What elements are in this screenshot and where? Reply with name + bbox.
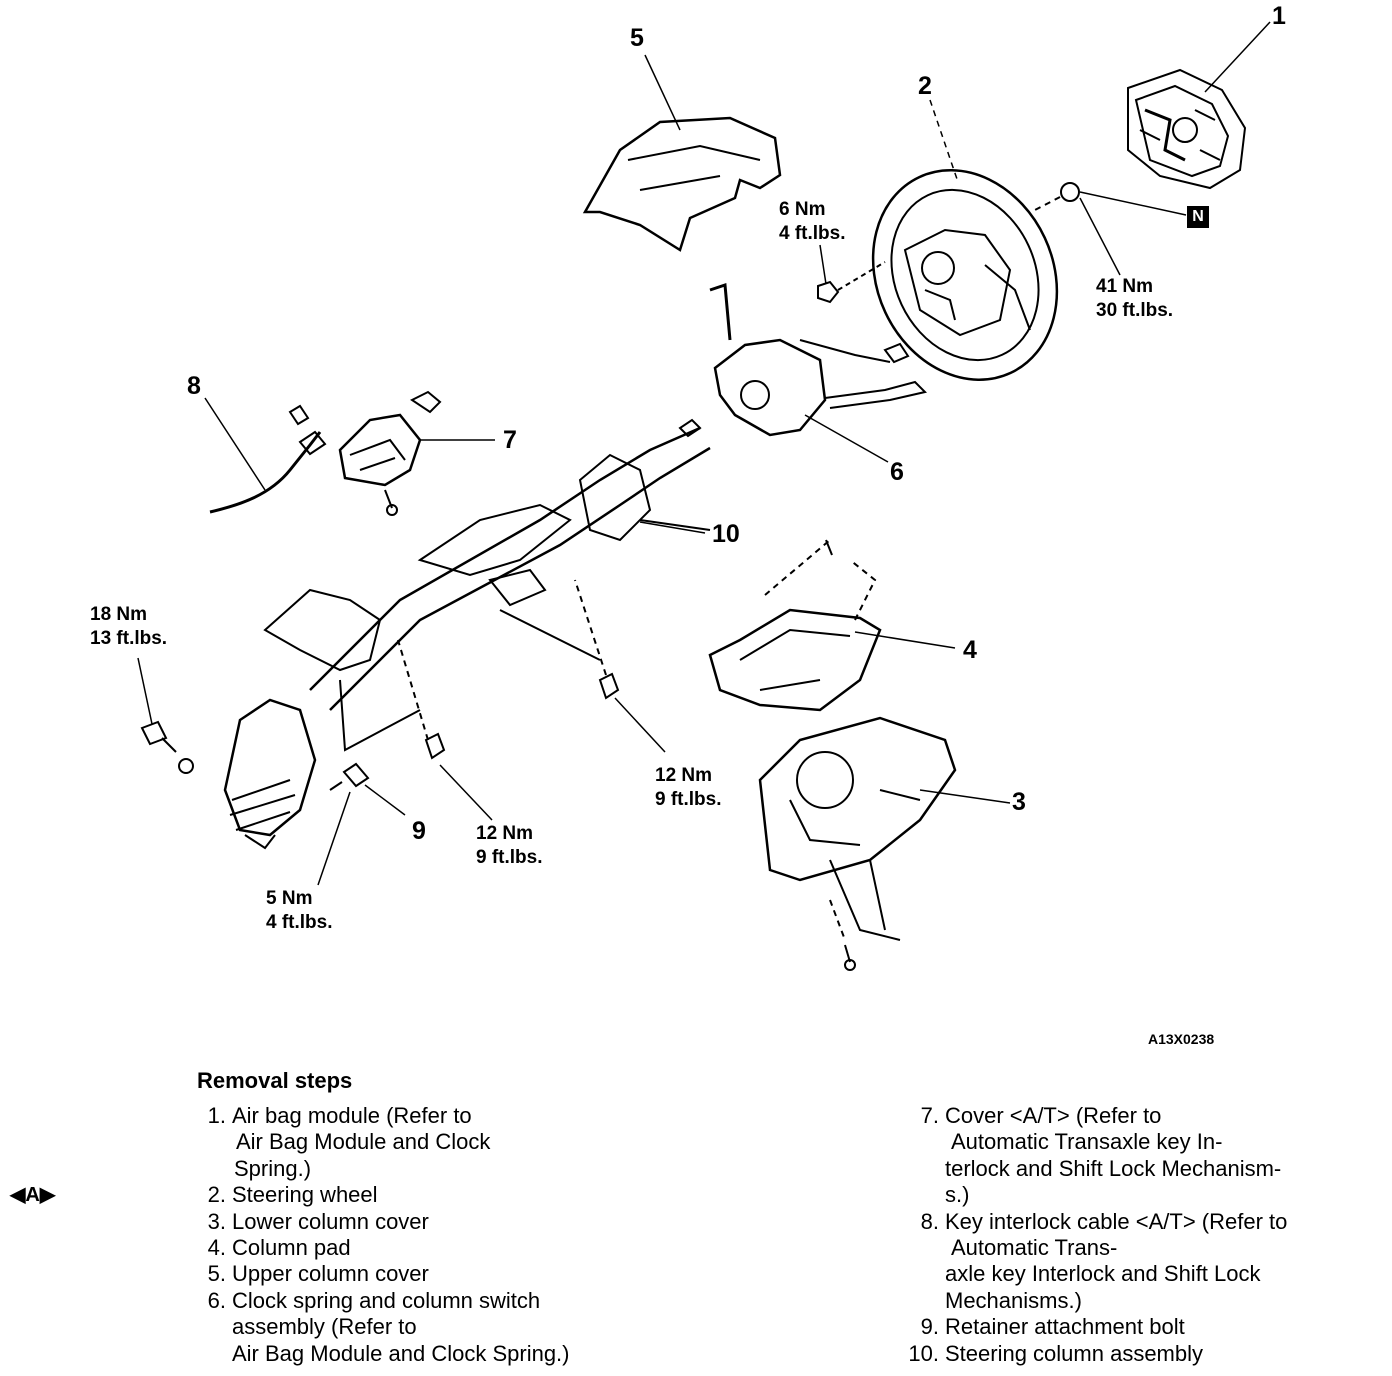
non-reusable-marker: N (1187, 206, 1209, 228)
torque-nm: 41 Nm (1096, 276, 1154, 297)
bolt-18nm (140, 720, 194, 774)
step-number: 5. (207, 1261, 226, 1287)
side-marker: ◀A▶ (10, 1184, 56, 1206)
list-item: 9. Retainer attachment bolt (905, 1314, 1287, 1340)
callout-8: 8 (187, 372, 201, 400)
torque-41nm: 41 Nm 30 ft.lbs. (1096, 275, 1173, 323)
callout-7: 7 (503, 426, 517, 454)
step-text: Clock spring and column switch assembly … (232, 1287, 570, 1366)
leader-1 (1204, 21, 1271, 93)
leader-12nm-a (439, 764, 493, 821)
step-number: 2. (207, 1182, 226, 1208)
leader-9 (364, 784, 406, 816)
torque-nm: 12 Nm (476, 823, 534, 844)
leader-4 (854, 631, 956, 649)
leader-5 (644, 54, 681, 131)
torque-12nm-lower: 12 Nm 9 ft.lbs. (476, 822, 543, 870)
lower-column-cover (758, 716, 957, 971)
torque-ftlbs: 13 ft.lbs. (90, 628, 168, 649)
list-item: 2. Steering wheel (192, 1182, 570, 1208)
upper-column-cover (582, 116, 782, 252)
key-interlock-cable (209, 404, 327, 514)
step-text: Key interlock cable <A/T> (Refer to Auto… (945, 1208, 1288, 1313)
torque-5nm: 5 Nm 4 ft.lbs. (266, 887, 333, 935)
callout-3: 3 (1012, 788, 1026, 816)
air-bag-module (1127, 68, 1247, 190)
steps-title: Removal steps (197, 1068, 353, 1093)
callout-2: 2 (918, 72, 932, 100)
column-pad (708, 539, 882, 712)
leader-41nm (1079, 197, 1121, 276)
list-item: 1. Air bag module (Refer to Air Bag Modu… (192, 1103, 570, 1182)
bolt-12nm-a (397, 639, 446, 760)
step-text: Retainer attachment bolt (945, 1314, 1185, 1340)
steps-left: 1. Air bag module (Refer to Air Bag Modu… (192, 1103, 570, 1367)
torque-18nm: 18 Nm 13 ft.lbs. (90, 603, 167, 651)
step-number: 7. (920, 1103, 939, 1128)
list-item: 3. Lower column cover (192, 1209, 570, 1235)
steps-right: 7. Cover <A/T> (Refer to Automatic Trans… (905, 1103, 1287, 1367)
step-text: Steering wheel (232, 1182, 378, 1208)
step-number: 8. (920, 1208, 939, 1234)
torque-nm: 18 Nm (90, 604, 148, 625)
leader-6nm (819, 244, 827, 285)
step-text: Steering column assembly (945, 1340, 1204, 1366)
retainer-bolt (329, 762, 370, 791)
torque-6nm: 6 Nm 4 ft.lbs. (779, 198, 846, 246)
list-item: 8. Key interlock cable <A/T> (Refer to A… (905, 1208, 1288, 1315)
torque-ftlbs: 30 ft.lbs. (1096, 300, 1174, 321)
list-item: 6. Clock spring and column switch assemb… (192, 1288, 570, 1367)
wheel-bolt (817, 261, 886, 304)
torque-12nm-upper: 12 Nm 9 ft.lbs. (655, 764, 722, 812)
leader-n (1079, 191, 1187, 216)
step-number: 4. (207, 1235, 226, 1261)
leader-6 (804, 414, 889, 463)
torque-ftlbs: 4 ft.lbs. (779, 223, 846, 244)
callout-10: 10 (712, 520, 740, 548)
column-boot (223, 698, 317, 850)
step-number: 6. (207, 1287, 226, 1313)
leader-3 (919, 789, 1011, 804)
step-number: 10. (908, 1340, 939, 1366)
steering-wheel (871, 169, 1080, 381)
figure-id: A13X0238 (1148, 1031, 1215, 1047)
bolt-12nm-b (574, 579, 620, 700)
callout-6: 6 (890, 458, 904, 486)
step-text: Air bag module (Refer to Air Bag Module … (232, 1103, 491, 1181)
torque-nm: 6 Nm (779, 199, 826, 220)
step-text: Lower column cover (232, 1208, 429, 1234)
torque-nm: 12 Nm (655, 765, 713, 786)
leader-18nm (137, 657, 153, 725)
callout-1: 1 (1272, 2, 1286, 30)
step-number: 9. (920, 1314, 939, 1340)
list-item: 5. Upper column cover (192, 1261, 570, 1287)
list-item: 4. Column pad (192, 1235, 570, 1261)
leader-8 (204, 397, 266, 491)
torque-ftlbs: 9 ft.lbs. (655, 789, 722, 810)
step-number: 3. (207, 1208, 226, 1234)
leader-5nm (317, 791, 351, 886)
leader-12nm-b (614, 697, 666, 753)
step-text: Column pad (232, 1235, 351, 1261)
torque-nm: 5 Nm (266, 888, 313, 909)
torque-ftlbs: 9 ft.lbs. (476, 847, 543, 868)
leader-2 (929, 99, 959, 183)
callout-4: 4 (963, 636, 977, 664)
steering-column (263, 418, 711, 752)
callout-5: 5 (630, 24, 644, 52)
exploded-view-diagram (137, 21, 1271, 971)
leader-10 (639, 521, 706, 534)
list-item: 7. Cover <A/T> (Refer to Automatic Trans… (905, 1103, 1287, 1209)
callout-9: 9 (412, 817, 426, 845)
cover-at (338, 390, 442, 516)
list-item: 10. Steering column assembly (905, 1341, 1287, 1367)
step-number: 1. (207, 1103, 226, 1128)
torque-ftlbs: 4 ft.lbs. (266, 912, 333, 933)
step-text: Upper column cover (232, 1261, 429, 1287)
step-text: Cover <A/T> (Refer to Automatic Transaxl… (945, 1103, 1282, 1208)
clock-spring-switch (709, 282, 927, 437)
